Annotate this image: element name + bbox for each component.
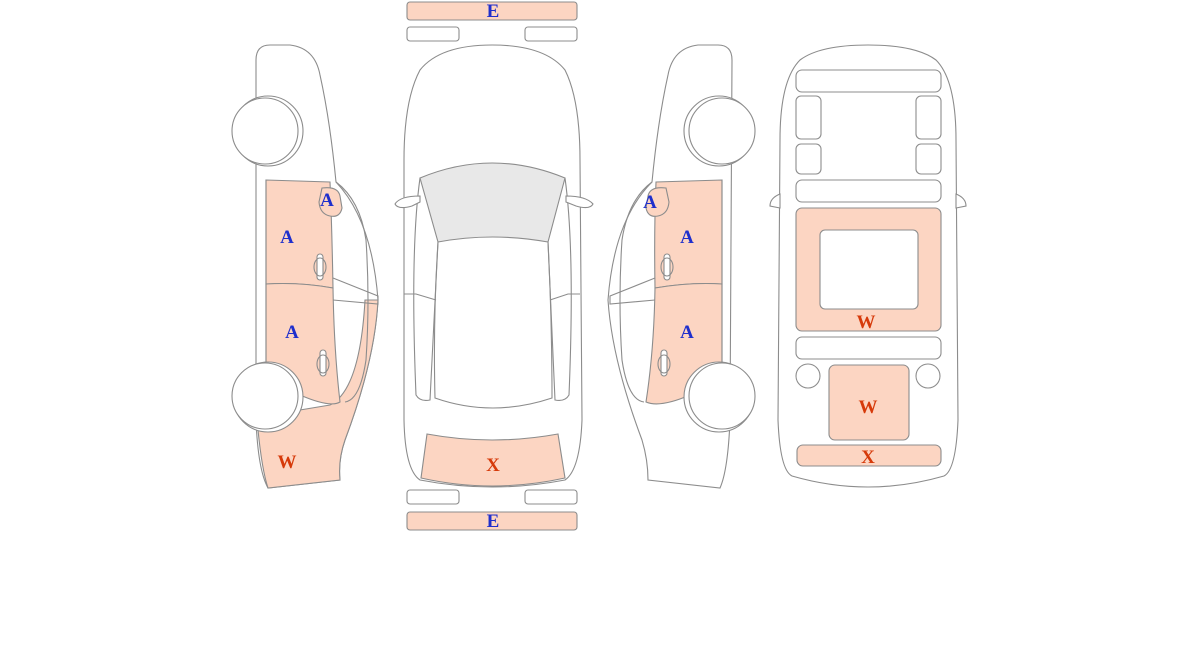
left-mirror-label: A bbox=[320, 190, 334, 211]
right-front-seat-base bbox=[915, 143, 942, 175]
cargo-floor-inset bbox=[819, 229, 919, 310]
left-front-door-handle bbox=[313, 253, 327, 281]
front-bumper-label: E bbox=[487, 1, 500, 22]
right-front-door-handle bbox=[660, 253, 674, 281]
left-window-frame bbox=[335, 181, 369, 403]
dashboard bbox=[795, 69, 942, 93]
center-console bbox=[795, 179, 942, 203]
left-rear-wheel bbox=[231, 361, 304, 433]
top-right-mirror bbox=[565, 195, 594, 209]
right-mirror-label: A bbox=[643, 192, 657, 213]
left-front-wheel bbox=[231, 95, 304, 167]
right-rear-door-label: A bbox=[680, 322, 694, 343]
tailgate-label: X bbox=[486, 455, 500, 476]
rear-bumper-label: E bbox=[487, 511, 500, 532]
interior-right-mirror bbox=[955, 193, 967, 209]
interior-view: W W X bbox=[769, 44, 967, 488]
left-rear-door-label: A bbox=[285, 322, 299, 343]
right-mirror bbox=[645, 187, 670, 217]
left-rear-quarter-label: W bbox=[278, 452, 297, 473]
top-body-outline bbox=[403, 44, 583, 488]
rear-seat-back bbox=[795, 336, 942, 360]
rear-right-light bbox=[524, 489, 578, 505]
right-front-wheel bbox=[683, 95, 756, 167]
cargo-floor-label: W bbox=[857, 312, 876, 333]
top-view: E X E bbox=[394, 1, 594, 532]
rear-panel bbox=[796, 444, 942, 467]
tailgate-panel bbox=[420, 433, 566, 487]
front-bumper bbox=[406, 1, 578, 21]
rear-panel-label: X bbox=[861, 447, 875, 468]
right-rear-wheel bbox=[683, 361, 756, 433]
front-left-light bbox=[406, 26, 460, 42]
rear-seat bbox=[828, 364, 910, 441]
rear-left-light bbox=[406, 489, 460, 505]
right-rear-door-handle bbox=[657, 349, 671, 377]
left-rear-door-handle bbox=[316, 349, 330, 377]
right-rear-pillar bbox=[915, 363, 941, 389]
rear-bumper bbox=[406, 511, 578, 531]
right-front-seat bbox=[915, 95, 942, 140]
right-window-frame bbox=[619, 181, 653, 403]
right-pillar-line bbox=[609, 277, 656, 305]
left-rear-pillar bbox=[795, 363, 821, 389]
left-a-line bbox=[413, 177, 439, 401]
windshield bbox=[419, 162, 566, 243]
right-a-line bbox=[547, 177, 572, 401]
interior-left-mirror bbox=[769, 193, 781, 209]
top-left-mirror bbox=[394, 195, 421, 209]
left-front-door-label: A bbox=[280, 227, 294, 248]
right-side-view: A A A bbox=[607, 44, 756, 489]
front-right-light bbox=[524, 26, 578, 42]
left-front-seat bbox=[795, 95, 822, 140]
left-pillar-line bbox=[332, 277, 379, 305]
right-front-door-label: A bbox=[680, 227, 694, 248]
rear-seat-label: W bbox=[859, 397, 878, 418]
left-side-view: A A A W bbox=[231, 44, 379, 489]
left-mirror bbox=[318, 187, 343, 217]
left-rear-quarter-panel bbox=[257, 299, 379, 489]
left-front-seat-base bbox=[795, 143, 822, 175]
